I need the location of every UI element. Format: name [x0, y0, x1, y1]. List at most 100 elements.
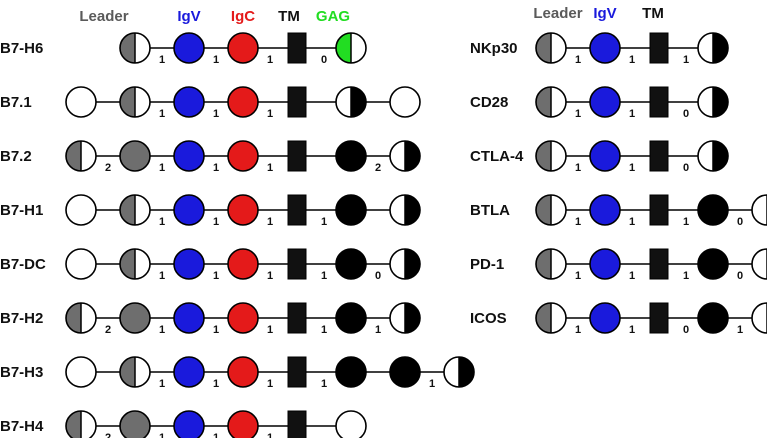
intron-phase-label: 1: [159, 162, 165, 174]
igc-domain: [227, 410, 259, 438]
intron-phase-label: 1: [159, 324, 165, 336]
intron-phase-label: 1: [737, 324, 743, 336]
intron-phase-label: 1: [575, 54, 581, 66]
leader-split-domain: [119, 32, 151, 64]
header-tm-left: TM: [278, 8, 300, 25]
header-leader-left: Leader: [79, 8, 128, 25]
intron-phase-label: 1: [575, 216, 581, 228]
intron-phase-label: 1: [267, 324, 273, 336]
intron-phase-label: 1: [159, 216, 165, 228]
igv-domain: [589, 302, 621, 334]
protein-name: B7-H1: [0, 202, 43, 219]
protein-name: BTLA: [470, 202, 510, 219]
intron-phase-label: 1: [629, 270, 635, 282]
igc-domain: [227, 86, 259, 118]
header-igv-left: IgV: [177, 8, 200, 25]
igv-domain: [589, 140, 621, 172]
intron-phase-label: 1: [213, 378, 219, 390]
intron-phase-label: 1: [683, 54, 689, 66]
leader-split-domain: [65, 302, 97, 334]
intron-phase-label: 0: [737, 216, 743, 228]
half-black-domain: [335, 86, 367, 118]
intron-phase-label: 2: [105, 324, 111, 336]
intron-phase-label: 1: [159, 270, 165, 282]
intron-phase-label: 2: [375, 162, 381, 174]
open-circle-domain: [65, 356, 97, 388]
half-black-domain: [751, 302, 767, 334]
igc-domain: [227, 248, 259, 280]
igv-domain: [173, 356, 205, 388]
intron-phase-label: 1: [213, 216, 219, 228]
igv-domain: [589, 194, 621, 226]
protein-name: B7-H2: [0, 310, 43, 327]
intron-phase-label: 1: [213, 432, 219, 438]
intron-phase-label: 1: [159, 108, 165, 120]
intron-phase-label: 1: [629, 108, 635, 120]
intron-phase-label: 0: [683, 108, 689, 120]
half-black-domain: [389, 194, 421, 226]
gray-circle-domain: [119, 410, 151, 438]
intron-phase-label: 1: [159, 54, 165, 66]
igc-domain: [227, 32, 259, 64]
leader-split-domain: [65, 140, 97, 172]
leader-split-domain: [535, 140, 567, 172]
intron-phase-label: 2: [105, 162, 111, 174]
intron-phase-label: 1: [213, 162, 219, 174]
intron-phase-label: 1: [159, 378, 165, 390]
intron-phase-label: 1: [267, 216, 273, 228]
intron-phase-label: 1: [213, 324, 219, 336]
leader-split-domain: [535, 248, 567, 280]
black-circle-domain: [697, 248, 729, 280]
intron-phase-label: 1: [629, 216, 635, 228]
tm-domain: [287, 32, 307, 64]
igv-domain: [173, 302, 205, 334]
half-black-domain: [389, 248, 421, 280]
tm-domain: [287, 140, 307, 172]
black-circle-domain: [697, 194, 729, 226]
igc-domain: [227, 356, 259, 388]
black-circle-domain: [389, 356, 421, 388]
intron-phase-label: 1: [213, 54, 219, 66]
black-circle-domain: [335, 302, 367, 334]
tm-domain: [649, 248, 669, 280]
intron-phase-label: 1: [629, 162, 635, 174]
half-black-domain: [697, 32, 729, 64]
protein-name: NKp30: [470, 40, 518, 57]
intron-phase-label: 1: [267, 378, 273, 390]
intron-phase-label: 1: [267, 270, 273, 282]
protein-name: B7.2: [0, 148, 32, 165]
protein-row-b7-h1: B7-H1 1 1 1 1: [0, 194, 421, 228]
gray-circle-domain: [119, 140, 151, 172]
intron-phase-label: 1: [267, 108, 273, 120]
black-circle-domain: [335, 248, 367, 280]
protein-name: PD-1: [470, 256, 504, 273]
igc-domain: [227, 302, 259, 334]
open-circle-domain: [65, 86, 97, 118]
intron-phase-label: 1: [575, 324, 581, 336]
black-circle-domain: [335, 356, 367, 388]
protein-name: B7-H6: [0, 40, 43, 57]
intron-phase-label: 0: [375, 270, 381, 282]
tm-domain: [649, 86, 669, 118]
intron-phase-label: 1: [575, 162, 581, 174]
intron-phase-label: 1: [575, 108, 581, 120]
leader-split-domain: [535, 302, 567, 334]
intron-phase-label: 1: [267, 54, 273, 66]
header-igv-right: IgV: [593, 5, 616, 22]
gag-split-domain: [335, 32, 367, 64]
open-circle-domain: [65, 248, 97, 280]
intron-phase-label: 1: [321, 216, 327, 228]
igv-domain: [589, 248, 621, 280]
tm-domain: [287, 248, 307, 280]
leader-split-domain: [119, 86, 151, 118]
intron-phase-label: 1: [683, 270, 689, 282]
open-circle-domain: [335, 410, 367, 438]
intron-phase-label: 1: [213, 108, 219, 120]
